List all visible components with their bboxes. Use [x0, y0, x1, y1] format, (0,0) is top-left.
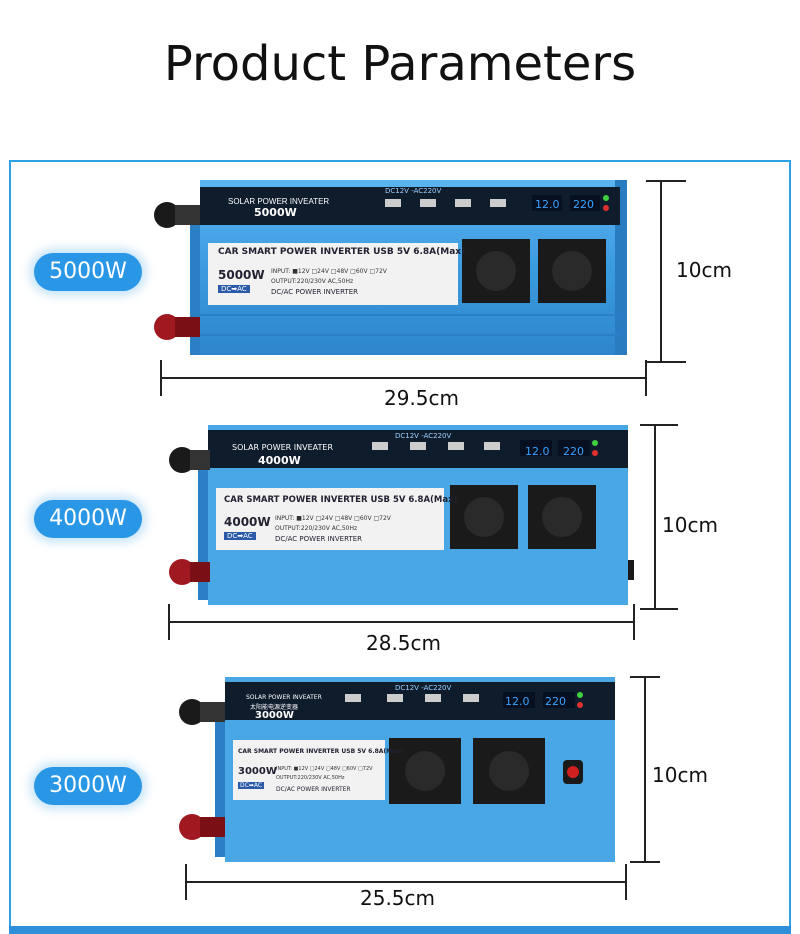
display-right: 220 — [573, 198, 594, 211]
length-tick — [633, 604, 635, 640]
badge-5000w: 5000W — [34, 253, 142, 291]
model-on-strip: 3000W — [255, 710, 294, 721]
label-dcac: DC/AC POWER INVERTER — [275, 535, 363, 543]
cn-subtitle: 太阳能电源逆变器 — [250, 704, 299, 711]
length-line-3 — [185, 881, 626, 883]
length-label-2: 28.5cm — [366, 631, 442, 655]
label-heading: CAR SMART POWER INVERTER USB 5V 6.8A(Max… — [224, 495, 458, 505]
height-tick — [630, 861, 660, 863]
label-dcac: DC/AC POWER INVERTER — [276, 786, 351, 793]
display-left: 12.0 — [535, 198, 560, 211]
label-output: OUTPUT:220/230V AC,50Hz — [271, 278, 354, 285]
label-badge: DC➡AC — [238, 782, 265, 789]
brand-line: SOLAR POWER INVEATER — [228, 197, 330, 206]
height-tick — [630, 676, 660, 678]
length-tick — [645, 360, 647, 396]
height-tick — [640, 424, 678, 426]
model-on-strip: 5000W — [254, 206, 297, 219]
label-input: INPUT: ■12V □24V □48V □60V □72V — [271, 268, 387, 275]
height-label-3: 10cm — [652, 763, 708, 787]
top-strip-text: DC12V -AC220V — [395, 684, 452, 692]
length-label-1: 29.5cm — [384, 386, 460, 410]
length-tick — [160, 360, 162, 396]
product-frame — [9, 160, 791, 934]
badge-3000w: 3000W — [34, 767, 142, 805]
height-tick — [646, 361, 686, 363]
label-badge: DC➡AC — [224, 532, 256, 540]
badge-4000w: 4000W — [34, 500, 142, 538]
brand-line: SOLAR POWER INVEATER — [246, 694, 322, 701]
display-left: 12.0 — [505, 695, 530, 708]
height-line-1 — [660, 180, 662, 362]
label-heading: CAR SMART POWER INVERTER USB 5V 6.8A(Max… — [238, 748, 403, 755]
height-label-1: 10cm — [676, 258, 732, 282]
height-line-3 — [644, 676, 646, 862]
display-right: 220 — [563, 445, 584, 458]
height-label-2: 10cm — [662, 513, 718, 537]
top-strip-text: DC12V -AC220V — [395, 432, 452, 440]
model-on-strip: 4000W — [258, 454, 301, 467]
length-tick — [168, 604, 170, 640]
page-title: Product Parameters — [163, 36, 637, 92]
label-badge: DC➡AC — [218, 285, 250, 293]
label-input: INPUT: ■12V □24V □48V □60V □72V — [275, 515, 391, 522]
label-model: 4000W — [224, 515, 271, 529]
inverter-3000w — [175, 672, 625, 867]
label-input: INPUT: ■12V □24V □48V □60V □72V — [276, 766, 373, 772]
inverter-4000w — [158, 420, 638, 610]
length-line-2 — [168, 621, 634, 623]
inverter-5000w — [150, 175, 650, 365]
length-tick — [185, 864, 187, 900]
length-line-1 — [160, 377, 646, 379]
label-model: 5000W — [218, 268, 265, 282]
display-right: 220 — [545, 695, 566, 708]
label-dcac: DC/AC POWER INVERTER — [271, 288, 359, 296]
height-tick — [640, 608, 678, 610]
length-label-3: 25.5cm — [360, 886, 436, 910]
bottom-strip — [9, 926, 791, 934]
display-left: 12.0 — [525, 445, 550, 458]
length-tick — [625, 864, 627, 900]
label-heading: CAR SMART POWER INVERTER USB 5V 6.8A(Max… — [218, 247, 466, 257]
brand-line: SOLAR POWER INVEATER — [232, 443, 333, 452]
label-output: OUTPUT:220/230V AC,50Hz — [276, 775, 345, 781]
label-output: OUTPUT:220/230V AC,50Hz — [275, 525, 358, 532]
label-model: 3000W — [238, 766, 277, 777]
top-strip-text: DC12V -AC220V — [385, 187, 442, 195]
height-tick — [646, 180, 686, 182]
height-line-2 — [654, 424, 656, 609]
